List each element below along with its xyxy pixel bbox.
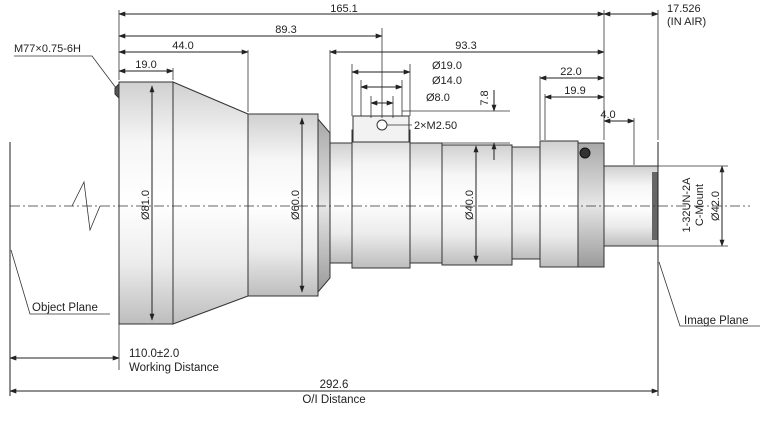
dim-hole-offset: 7.8 bbox=[479, 90, 491, 105]
dim-dia-front: Ø81.0 bbox=[140, 190, 152, 220]
narrow-body bbox=[329, 142, 353, 264]
mount-type: C-Mount bbox=[694, 184, 706, 226]
dim-hole-d19: Ø19.0 bbox=[432, 60, 462, 72]
front-thread bbox=[114, 82, 120, 100]
clamp-ring bbox=[351, 129, 411, 269]
object-plane-label: Object Plane bbox=[32, 302, 98, 314]
mount-thread: 1-32UN-2A bbox=[681, 177, 693, 233]
body-tube bbox=[409, 142, 443, 264]
dim-rear-in-air: 17.526 bbox=[667, 3, 701, 15]
dimension-lines bbox=[9, 10, 760, 394]
dim-hole-d14: Ø14.0 bbox=[432, 75, 462, 87]
dim-mid-to-rear: 93.3 bbox=[455, 40, 476, 52]
dim-rear-22: 22.0 bbox=[560, 66, 581, 78]
oi-distance-value: 292.6 bbox=[320, 379, 349, 391]
dim-dia-body: Ø40.0 bbox=[464, 190, 476, 220]
image-plane-label: Image Plane bbox=[684, 315, 749, 327]
locking-flange bbox=[577, 142, 605, 268]
dim-dia-mid: Ø60.0 bbox=[290, 190, 302, 220]
mid-barrel bbox=[247, 113, 319, 297]
break-symbol bbox=[71, 180, 101, 232]
dim-rear-19-9: 19.9 bbox=[564, 85, 585, 97]
lock-screw bbox=[579, 147, 591, 159]
working-distance-label: Working Distance bbox=[129, 362, 219, 374]
dim-rear-4: 4.0 bbox=[600, 109, 615, 121]
thread-spec: M77×0.75-6H bbox=[14, 43, 81, 55]
dim-dia-mount: Ø42.0 bbox=[710, 191, 722, 221]
dim-front-to-step: 44.0 bbox=[172, 40, 193, 52]
focus-ring bbox=[441, 144, 513, 266]
dim-rear-in-air-note: (IN AIR) bbox=[667, 16, 706, 28]
rear-tube bbox=[511, 146, 541, 260]
rear-flange bbox=[539, 140, 579, 268]
working-distance-value: 110.0±2.0 bbox=[129, 348, 179, 360]
dim-front-thread-length: 19.0 bbox=[135, 59, 156, 71]
dim-flange-to-front: 89.3 bbox=[275, 24, 296, 36]
dim-screw-holes: 2×M2.50 bbox=[414, 120, 457, 132]
screw-hole bbox=[376, 119, 388, 131]
lens-body bbox=[114, 81, 659, 325]
conical-section bbox=[172, 81, 249, 325]
dim-overall-length: 165.1 bbox=[330, 3, 358, 15]
front-barrel bbox=[118, 81, 174, 325]
mid-step bbox=[317, 117, 331, 294]
dim-hole-d8: Ø8.0 bbox=[426, 92, 450, 104]
oi-distance-label: O/I Distance bbox=[302, 394, 365, 406]
